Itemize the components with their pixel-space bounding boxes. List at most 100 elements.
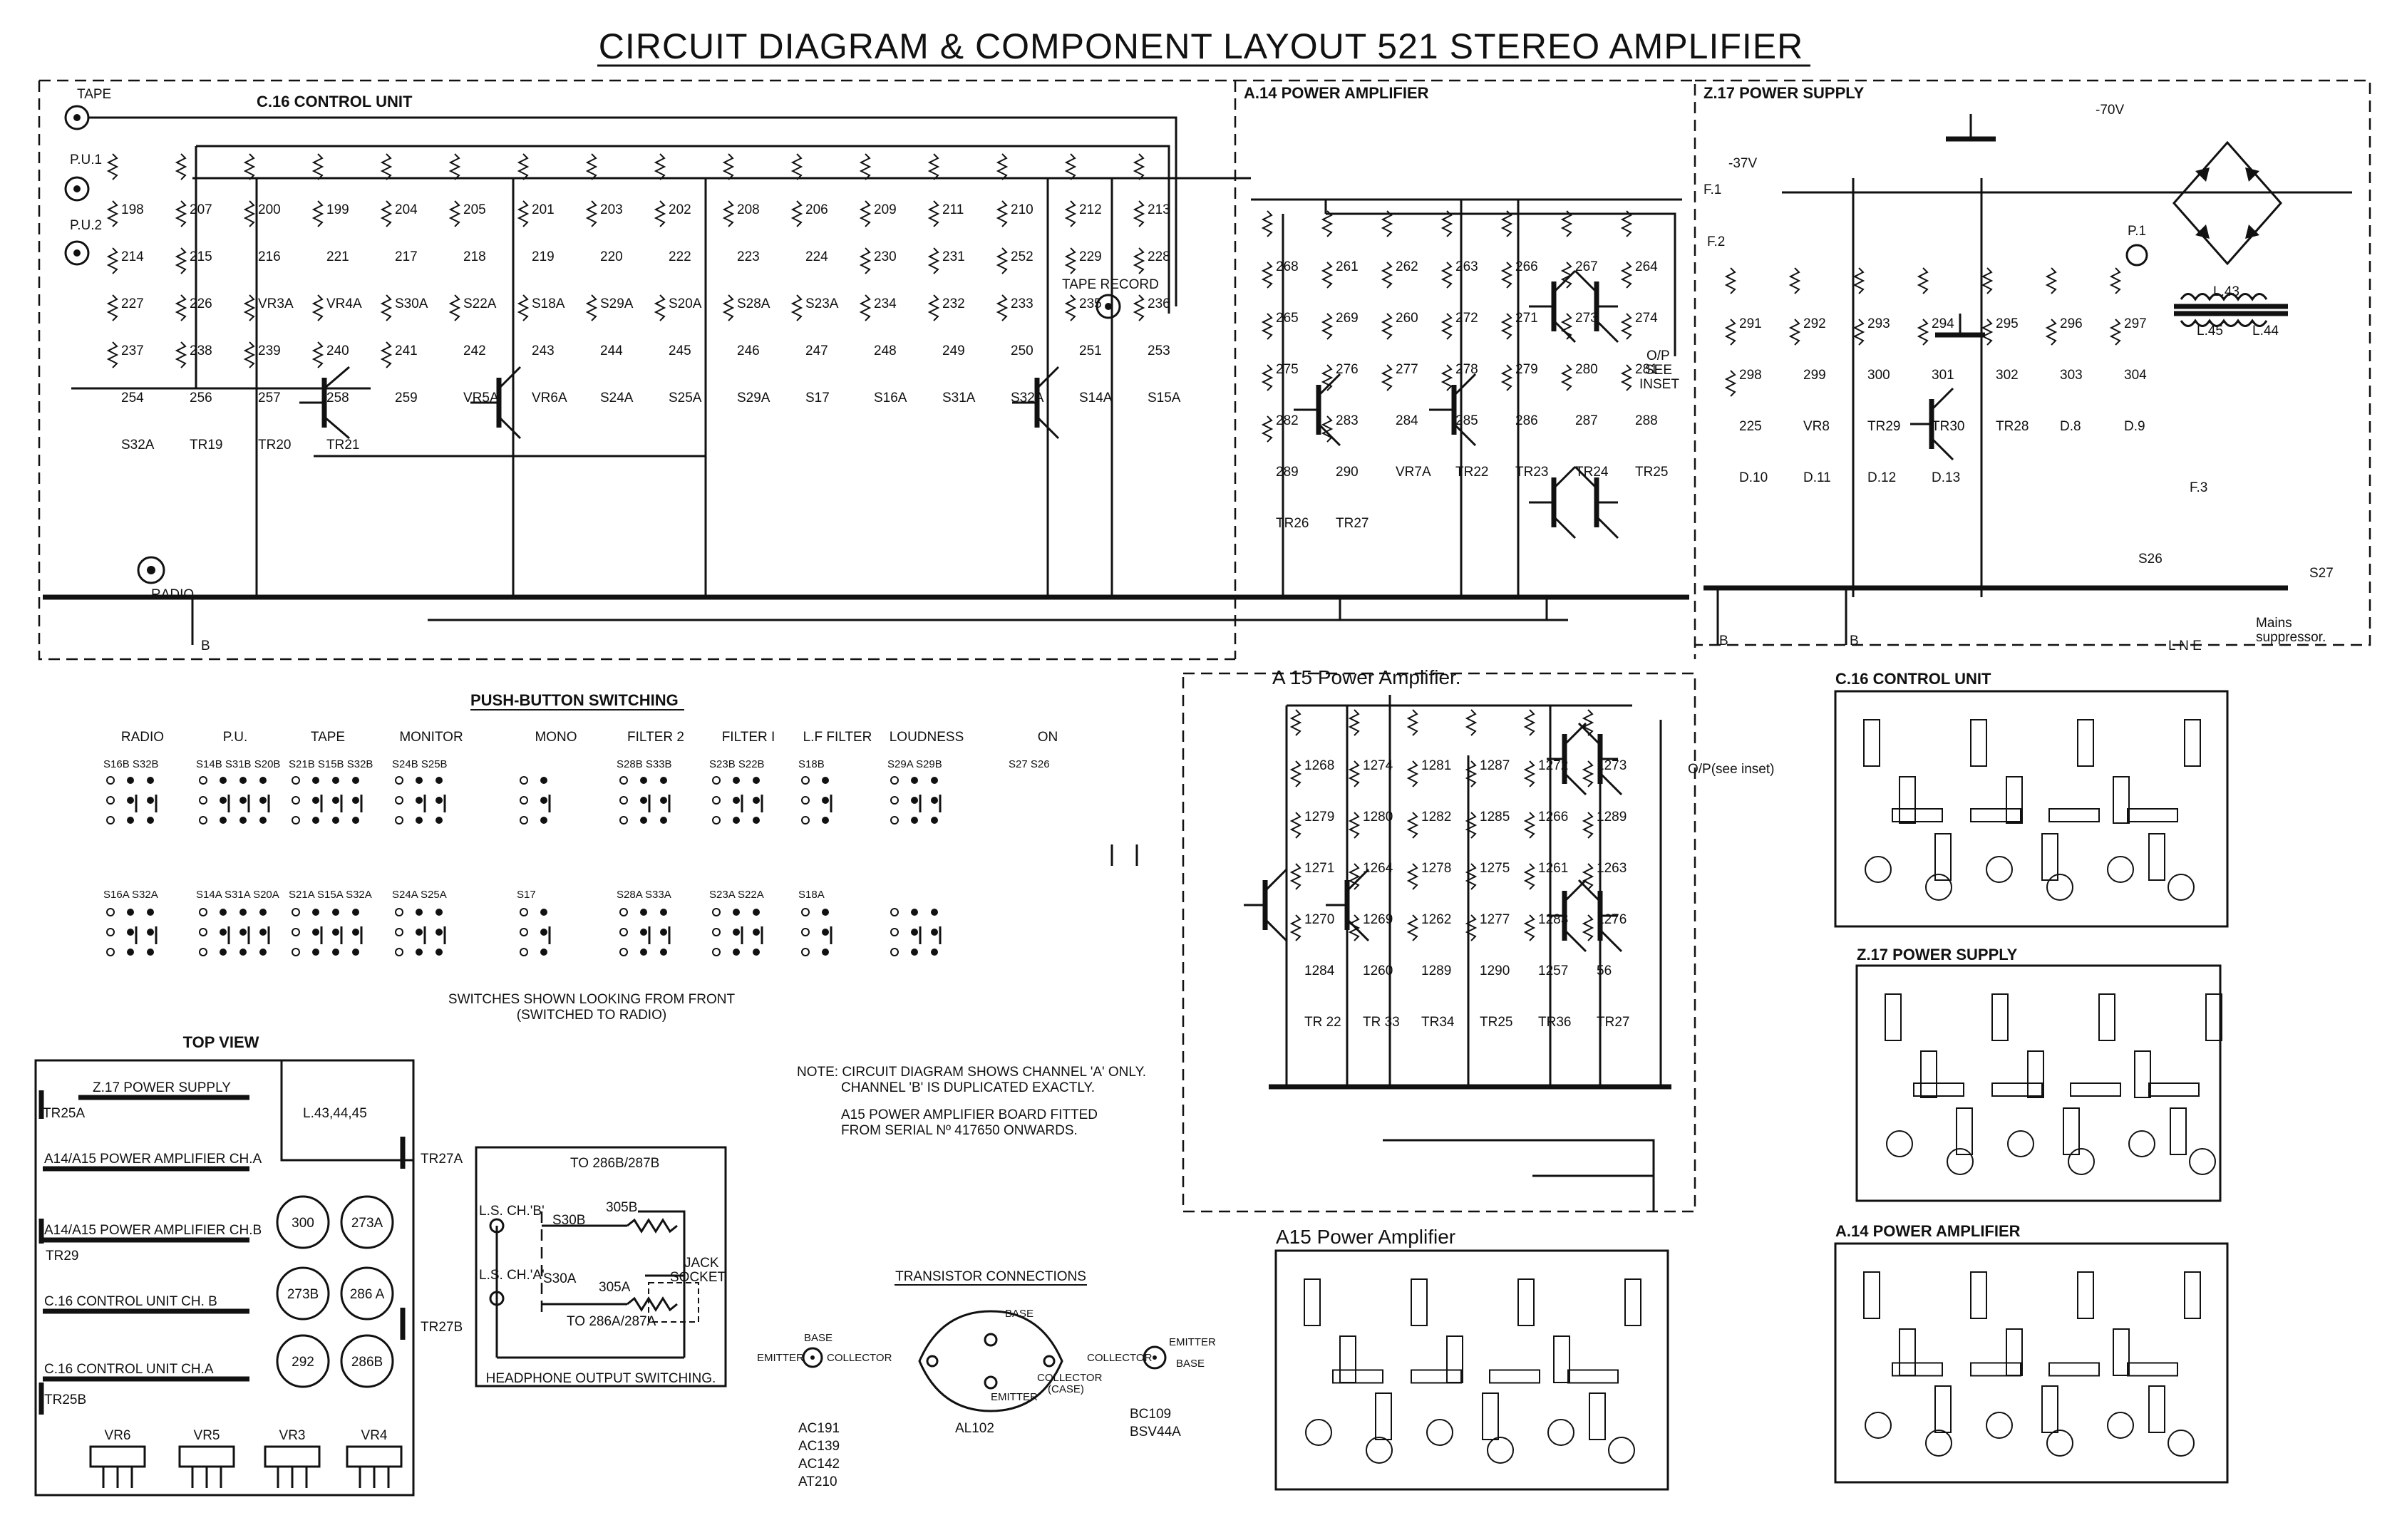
pin-base-ac: BASE xyxy=(804,1332,833,1344)
resistor-symbol xyxy=(106,153,119,180)
switch-contact xyxy=(911,797,918,804)
board-component xyxy=(1925,874,1952,901)
component-label: TR30 xyxy=(1932,419,1964,434)
push-button-title: PUSH-BUTTON SWITCHING xyxy=(470,691,679,709)
resistor-symbol xyxy=(1788,267,1801,294)
pot-pins xyxy=(102,1467,133,1488)
board-component xyxy=(1934,833,1952,881)
push-button-name: L.F FILTER xyxy=(803,730,872,745)
resistor-symbol xyxy=(1440,210,1453,237)
top-view-cap-label: 273A xyxy=(351,1216,383,1231)
board-component xyxy=(1925,1430,1952,1457)
headphone-title: HEADPHONE OUTPUT SWITCHING. xyxy=(486,1371,716,1386)
resistor-symbol xyxy=(1406,812,1419,839)
component-label: 268 xyxy=(1276,259,1299,274)
tr19 xyxy=(299,366,350,440)
switch-contact xyxy=(733,817,740,824)
component-label: 299 xyxy=(1803,368,1826,383)
switch-contact xyxy=(199,776,207,785)
switch-contact xyxy=(239,929,247,936)
resistor-symbol xyxy=(927,294,940,321)
note-block: NOTE: CIRCUIT DIAGRAM SHOWS CHANNEL 'A' … xyxy=(797,1065,1146,1138)
pot-pins xyxy=(191,1467,222,1488)
transistor-type: AC142 xyxy=(798,1457,840,1472)
resistor-symbol xyxy=(1852,267,1865,294)
switch-contact xyxy=(911,949,918,956)
switch-contact xyxy=(801,776,810,785)
component-label: S17 xyxy=(805,391,830,405)
component-label: 257 xyxy=(258,391,281,405)
component-label: 241 xyxy=(395,343,418,358)
to-286a: TO 286A/287A xyxy=(567,1314,656,1329)
board-component xyxy=(1411,1278,1428,1326)
resistor-symbol xyxy=(1560,210,1573,237)
component-label: S15A xyxy=(1148,391,1181,405)
switch-contact xyxy=(220,909,227,916)
pu1-input: P.U.1 xyxy=(64,153,102,202)
switch-contact xyxy=(312,797,319,804)
switch-contact xyxy=(753,797,760,804)
switch-label: S28B S33B xyxy=(617,758,672,770)
component-label: 272 xyxy=(1455,311,1478,326)
board-component xyxy=(1970,1271,1987,1319)
resistor-symbol xyxy=(1381,210,1393,237)
switch-contact xyxy=(147,777,154,784)
pot-body xyxy=(178,1445,235,1468)
switch-contact xyxy=(106,796,115,805)
transistor-type: BC109 xyxy=(1130,1407,1171,1422)
board-component xyxy=(1970,808,2021,822)
board-component xyxy=(1892,1362,1943,1377)
board-component xyxy=(2148,1385,2165,1433)
component-label: 1269 xyxy=(1363,912,1393,927)
switch-label: S24B S25B xyxy=(392,758,448,770)
component-label: 236 xyxy=(1148,296,1170,311)
component-label: 242 xyxy=(463,343,486,358)
component-label: 1284 xyxy=(1304,963,1335,978)
resistor-symbol xyxy=(1560,364,1573,391)
component-label: 251 xyxy=(1079,343,1102,358)
component-label: 271 xyxy=(1515,311,1538,326)
component-label: 1272 xyxy=(1538,758,1568,773)
resistor-symbol xyxy=(1133,294,1145,321)
board-component xyxy=(2113,776,2130,824)
board-component xyxy=(1589,1392,1606,1440)
component-label: TR 33 xyxy=(1363,1015,1400,1030)
resistor-symbol xyxy=(1133,200,1145,227)
tr29 xyxy=(1946,114,1996,142)
switch-contact xyxy=(753,949,760,956)
resistor-symbol xyxy=(311,341,324,368)
switch-label: S14A S31A S20A xyxy=(196,889,279,901)
resistor-symbol xyxy=(243,200,256,227)
top-view-pot: VR6 xyxy=(105,1428,131,1443)
switch-contact xyxy=(239,817,247,824)
component-label: 1263 xyxy=(1597,861,1627,876)
board-component xyxy=(2068,1148,2095,1175)
component-label: 290 xyxy=(1336,465,1359,480)
switch-contact xyxy=(332,797,339,804)
switch-contact xyxy=(395,776,403,785)
board-component xyxy=(1956,1107,1973,1155)
switch-contact xyxy=(352,817,359,824)
switch-label: S14B S31B S20B xyxy=(196,758,280,770)
board-component xyxy=(2006,776,2023,824)
label-lne: L N E xyxy=(2168,639,2202,653)
switch-contact xyxy=(395,908,403,916)
component-label: 223 xyxy=(737,249,760,264)
resistor-symbol xyxy=(1500,262,1513,289)
top-view-cap-label: 286 A xyxy=(350,1287,385,1302)
switch-contact xyxy=(733,909,740,916)
switch-contact xyxy=(312,817,319,824)
pin-collector-ac: COLLECTOR xyxy=(827,1352,892,1364)
resistor-symbol xyxy=(790,153,803,180)
switch-contact xyxy=(822,777,829,784)
switch-contact xyxy=(520,796,528,805)
component-label: 275 xyxy=(1276,362,1299,377)
top-view-row: C.16 CONTROL UNIT CH.A xyxy=(44,1362,214,1377)
component-label: 238 xyxy=(190,343,212,358)
switch-label: S23A S22A xyxy=(709,889,764,901)
resistor-symbol xyxy=(722,294,735,321)
label-b-2: B xyxy=(1719,634,1728,648)
switch-contact xyxy=(127,797,134,804)
switch-contact xyxy=(712,908,721,916)
resistor-symbol xyxy=(1289,760,1302,787)
